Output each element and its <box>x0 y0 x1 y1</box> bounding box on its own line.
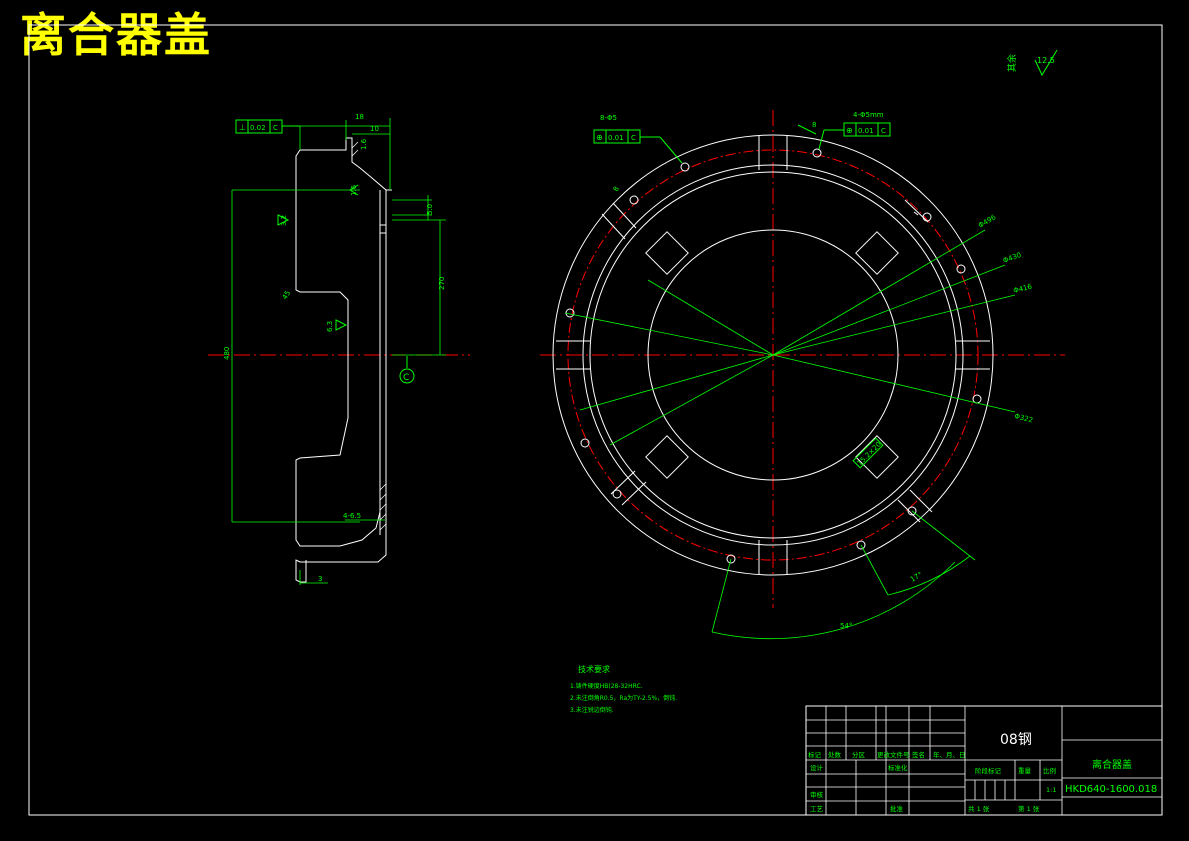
dim-270: 270 <box>438 277 446 290</box>
dia-label-1: Φ496 <box>977 213 998 230</box>
hole-callout-left: 8-Φ5 ⊕ 0.01 C <box>593 114 683 164</box>
tb-label-scale: 比例 <box>1043 766 1056 775</box>
dim-18: 18 <box>355 113 364 121</box>
tolerance-value: 0.02 <box>250 124 266 132</box>
section-outline-upper <box>295 137 387 355</box>
tb-label-standardize: 标准化 <box>888 763 908 772</box>
roughness-note: 其余 12.5 <box>1006 49 1058 77</box>
tb-sheet-index: 第 1 张 <box>1018 804 1040 813</box>
dim-8-left: 8 <box>612 185 621 193</box>
dim-1-6a: 1.6 <box>360 138 368 150</box>
tb-scale-value: 1:1 <box>1046 786 1056 794</box>
roughness-note-label: 其余 <box>1006 54 1018 72</box>
dim-4-6-5: 4-6.5 <box>343 512 361 520</box>
technical-requirements: 技术要求 1.铸件硬度HB(28-32HRC. 2.未注倒角R0.5，Ra为TY… <box>570 664 677 714</box>
hole-right-symbol: ⊕ <box>846 126 853 135</box>
bolt-circle <box>567 149 979 561</box>
dim-45: 45 <box>281 289 292 301</box>
tb-label-design: 设计 <box>810 763 824 772</box>
tb-label-review: 审核 <box>810 790 824 799</box>
hole-left-value: 0.01 <box>608 134 624 142</box>
tb-label-weight: 重量 <box>1018 767 1032 775</box>
tb-header-signature: 签名 <box>912 750 925 759</box>
tb-material: 08钢 <box>1000 732 1032 748</box>
hole-left-symbol: ⊕ <box>596 133 603 142</box>
tech-req-title: 技术要求 <box>578 664 610 674</box>
tech-req-line-3: 3.未注锐边倒钝. <box>570 706 614 714</box>
tolerance-symbol: ⊥ <box>239 123 246 132</box>
dim-1-6b: 1.6 <box>350 184 358 196</box>
section-view: ⊥ 0.02 C 18 10 1.6 5.0 1.6 3.2 6.3 45 27… <box>208 113 470 585</box>
hole-callout-right-label: 4-Φ5mm <box>853 111 884 119</box>
tb-header-mark: 标记 <box>808 750 822 759</box>
front-view: Φ496 Φ430 Φ416 Φ322 8-Φ5 ⊕ 0.01 C 4-Φ5mm… <box>540 110 1065 640</box>
outer-rim <box>552 134 994 576</box>
hole-left-datum: C <box>631 134 636 142</box>
tb-header-zone: 分区 <box>852 750 866 759</box>
hole-callout-right: 4-Φ5mm ⊕ 0.01 C <box>818 111 891 150</box>
hole-callout-left-label: 8-Φ5 <box>600 114 617 122</box>
dim-3: 3 <box>318 575 322 583</box>
roughness-6-3: 6.3 <box>326 321 334 332</box>
tb-header-change-doc: 更改文件号 <box>877 750 910 759</box>
tb-label-process: 工艺 <box>810 805 824 813</box>
tolerance-datum: C <box>273 124 278 132</box>
title-block: 标记 处数 分区 更改文件号 签名 年、月、日 设计 标准化 审核 工艺 批准 … <box>805 705 1163 816</box>
tb-header-count: 处数 <box>828 750 842 759</box>
hole-right-datum: C <box>881 127 886 135</box>
dia-label-3: Φ416 <box>1013 282 1034 294</box>
section-outline-lower <box>295 355 387 583</box>
tb-header-date: 年、月、日 <box>933 750 966 759</box>
rim-inner-2 <box>589 171 957 539</box>
dim-10: 10 <box>370 125 379 133</box>
tb-sheet-total: 共 1 张 <box>968 804 990 813</box>
tb-label-stage: 阶段标记 <box>975 766 1002 775</box>
window-circle <box>647 229 899 481</box>
dia-label-2: Φ430 <box>1002 251 1022 265</box>
drawing-title: 离合器盖 <box>20 8 212 62</box>
roughness-3-2: 3.2 <box>280 215 288 226</box>
datum-c-label: C <box>403 373 409 383</box>
rim-inner-1 <box>582 164 964 546</box>
tb-part-name: 离合器盖 <box>1092 758 1132 771</box>
tb-label-approve: 批准 <box>890 804 904 813</box>
sheet-border <box>28 24 1163 816</box>
datum-c-marker: C <box>399 356 415 384</box>
tech-req-line-2: 2.未注倒角R0.5，Ra为TY-2.5%，倒钝. <box>570 694 677 702</box>
dim-480: 480 <box>223 347 231 360</box>
dia-label-4: Φ322 <box>1014 412 1034 424</box>
dim-5: 5.0 <box>426 204 434 215</box>
angle-54: 54° <box>840 622 852 630</box>
flatness-tolerance-frame: ⊥ 0.02 C <box>235 119 300 134</box>
dim-8-top: 8 <box>812 121 816 129</box>
roughness-note-value: 12.5 <box>1037 56 1055 65</box>
tb-drawing-number: HKD640-1600.018 <box>1065 784 1157 795</box>
hole-right-value: 0.01 <box>858 127 874 135</box>
tech-req-line-1: 1.铸件硬度HB(28-32HRC. <box>570 682 643 690</box>
angle-17: 17° <box>909 571 924 584</box>
